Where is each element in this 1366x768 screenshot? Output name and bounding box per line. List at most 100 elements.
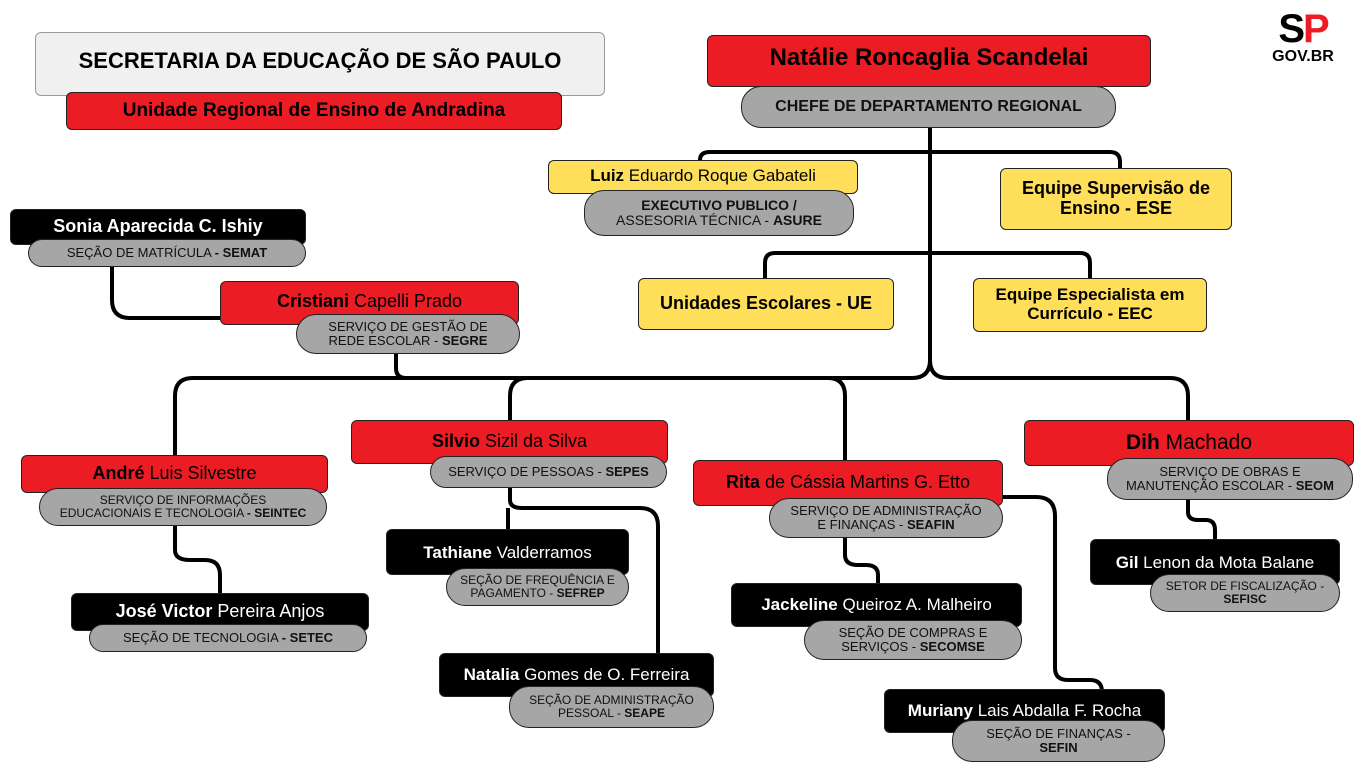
role-code: ASURE xyxy=(772,212,822,228)
role-text: PAGAMENTO - xyxy=(470,586,557,600)
chief-name: Natálie Roncaglia Scandelai xyxy=(707,35,1151,87)
role-code: - SEMAT xyxy=(214,244,268,260)
role-text: SEÇÃO DE TECNOLOGIA xyxy=(123,629,282,645)
team-ese-text: Equipe Supervisão de Ensino - ESE xyxy=(1021,178,1211,218)
first-name: Cristiani xyxy=(276,291,349,311)
role-code: SEFISC xyxy=(1223,592,1267,606)
sp-gov-logo: SP GOV.BR xyxy=(1258,7,1348,66)
role-line-1: SERVIÇO DE ADMINISTRAÇÃO xyxy=(790,502,982,518)
role-code: SEAFIN xyxy=(906,517,955,532)
chief-name-text: Natálie Roncaglia Scandelai xyxy=(769,43,1089,71)
sonia-role: SEÇÃO DE MATRÍCULA - SEMAT xyxy=(28,239,306,267)
role-line-1: SEÇÃO DE FINANÇAS - xyxy=(986,725,1131,741)
role-code: SECOMSE xyxy=(919,639,985,654)
jose-role: SEÇÃO DE TECNOLOGIA - SETEC xyxy=(89,624,367,652)
role-text: REDE ESCOLAR - xyxy=(328,333,442,348)
role-text: ASSESORIA TÉCNICA - xyxy=(616,212,773,228)
role-line-1: SEÇÃO DE COMPRAS E xyxy=(838,624,988,640)
first-name: Natalia xyxy=(463,665,520,684)
team-eec-text: Equipe Especialista em Currículo - EEC xyxy=(995,285,1185,323)
first-name: Tathiane xyxy=(423,543,492,562)
role-line-2: PESSOAL - SEAPE xyxy=(558,706,665,720)
last-name: Lais Abdalla F. Rocha xyxy=(972,701,1142,720)
role-line-2: REDE ESCOLAR - SEGRE xyxy=(328,333,488,348)
first-name: Muriany xyxy=(907,701,973,720)
role-text: PESSOAL - xyxy=(558,706,625,720)
last-name: Sizil da Silva xyxy=(479,431,588,451)
role-line-2: SERVIÇOS - SECOMSE xyxy=(841,639,985,654)
role-line-2: EDUCACIONAIS E TECNOLOGIA - SEINTEC xyxy=(59,506,307,520)
role-line: SEÇÃO DE MATRÍCULA - SEMAT xyxy=(66,244,268,260)
first-name: Jackeline xyxy=(761,595,838,614)
muriany-role: SEÇÃO DE FINANÇAS -SEFIN xyxy=(952,720,1165,762)
role-line-2: E FINANÇAS - SEAFIN xyxy=(817,517,955,532)
last-name: Queiroz A. Malheiro xyxy=(837,595,992,614)
role-text: MANUTENÇÃO ESCOLAR - xyxy=(1125,478,1296,493)
gil-role: SETOR DE FISCALIZAÇÃO -SEFISC xyxy=(1150,574,1340,612)
team-eec: Equipe Especialista em Currículo - EEC xyxy=(973,278,1207,332)
silvio-role: SERVIÇO DE PESSOAS - SEPES xyxy=(430,456,667,488)
role-line-1: EXECUTIVO PUBLICO / xyxy=(641,196,797,213)
last-name: Machado xyxy=(1159,431,1253,454)
role-line-2: MANUTENÇÃO ESCOLAR - SEOM xyxy=(1125,478,1335,493)
regional-unit-label: Unidade Regional de Ensino de Andradina xyxy=(66,92,562,130)
luiz-name: Luiz Eduardo Roque Gabateli xyxy=(548,160,858,194)
role-code: SEPES xyxy=(605,463,649,479)
first-name: Sonia Aparecida C. Ishiy xyxy=(53,216,263,236)
role-line-1: SERVIÇO DE GESTÃO DE xyxy=(328,318,488,334)
first-name: José Victor xyxy=(115,601,213,621)
page-title: SECRETARIA DA EDUCAÇÃO DE SÃO PAULO xyxy=(35,32,605,96)
last-name: Lenon da Mota Balane xyxy=(1138,553,1315,572)
role-line-1: SERVIÇO DE OBRAS E xyxy=(1159,463,1301,479)
andre-name: André Luis Silvestre xyxy=(21,455,328,493)
title-text: SECRETARIA DA EDUCAÇÃO DE SÃO PAULO xyxy=(78,47,562,73)
role-text: SEÇÃO DE MATRÍCULA xyxy=(66,244,215,260)
jackeline-name: Jackeline Queiroz A. Malheiro xyxy=(731,583,1022,627)
role-text: SERVIÇO DE PESSOAS - xyxy=(448,463,606,479)
tathiane-name: Tathiane Valderramos xyxy=(386,529,629,575)
first-name: André xyxy=(92,463,145,483)
role-text: E FINANÇAS - xyxy=(817,517,907,532)
first-name: Silvio xyxy=(431,431,480,451)
last-name: Capelli Prado xyxy=(348,291,463,311)
role-code: - SETEC xyxy=(281,629,333,645)
last-name: Valderramos xyxy=(491,543,592,562)
role-line-2: ASSESORIA TÉCNICA - ASURE xyxy=(616,212,822,228)
first-name: Luiz xyxy=(590,166,625,185)
first-name: Dih xyxy=(1125,431,1160,454)
role-code: SEGRE xyxy=(441,333,488,348)
team-ue-text: Unidades Escolares - UE xyxy=(659,293,873,314)
logo-p: P xyxy=(1303,7,1330,51)
role-code: SEAPE xyxy=(624,706,665,720)
role-line-1: SERVIÇO DE INFORMAÇÕES xyxy=(99,492,267,507)
luiz-role: EXECUTIVO PUBLICO /ASSESORIA TÉCNICA - A… xyxy=(584,190,854,236)
role-code: SEOM xyxy=(1295,478,1335,493)
last-name: Pereira Anjos xyxy=(212,601,325,621)
role-code: - SEINTEC xyxy=(246,506,307,520)
last-name: Eduardo Roque Gabateli xyxy=(624,166,816,185)
last-name: de Cássia Martins G. Etto xyxy=(759,472,971,492)
role-text: SERVIÇOS - xyxy=(841,639,920,654)
team-ue: Unidades Escolares - UE xyxy=(638,278,894,330)
role-line-1: SETOR DE FISCALIZAÇÃO - xyxy=(1165,578,1325,593)
last-name: Luis Silvestre xyxy=(144,463,257,483)
role-line-1: SEÇÃO DE ADMINISTRAÇÃO xyxy=(529,692,694,707)
logo-text: GOV.BR xyxy=(1272,48,1334,65)
first-name: Rita xyxy=(725,472,760,492)
role-line: SEÇÃO DE TECNOLOGIA - SETEC xyxy=(123,629,333,645)
chief-role-text: CHEFE DE DEPARTAMENTO REGIONAL xyxy=(775,98,1082,116)
role-code: SEFIN xyxy=(1039,740,1078,755)
last-name: Gomes de O. Ferreira xyxy=(519,665,690,684)
role-text: EDUCACIONAIS E TECNOLOGIA xyxy=(59,506,247,520)
first-name: Gil xyxy=(1115,553,1139,572)
subtitle-text: Unidade Regional de Ensino de Andradina xyxy=(122,99,506,121)
chief-role: CHEFE DE DEPARTAMENTO REGIONAL xyxy=(741,86,1116,128)
role-code: SEFREP xyxy=(556,586,605,600)
